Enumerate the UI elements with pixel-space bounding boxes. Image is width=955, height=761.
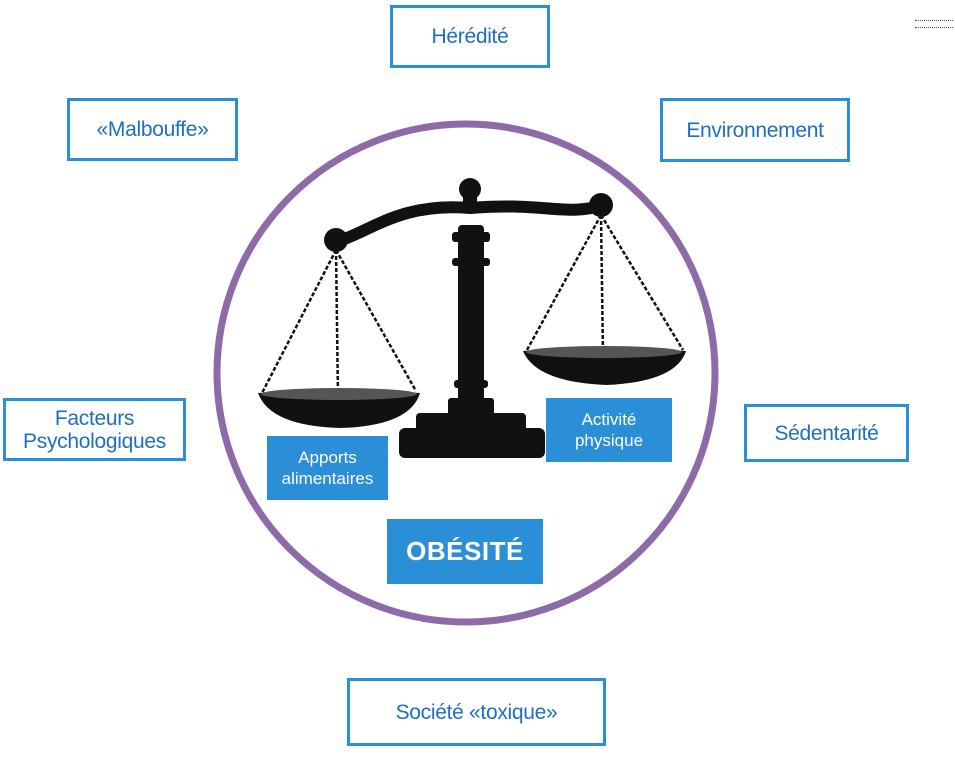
left-pan-label: Apports alimentaires	[267, 436, 388, 500]
corner-dotted-lines	[915, 20, 953, 28]
factor-sedentarite: Sédentarité	[744, 404, 909, 462]
left-pan-label-text: Apports alimentaires	[281, 448, 374, 488]
balance-scale-icon	[258, 178, 686, 458]
factor-societe-toxique: Société «toxique»	[347, 678, 606, 746]
center-label-text: OBÉSITÉ	[406, 536, 524, 566]
factor-environnement-label: Environnement	[686, 118, 824, 142]
central-circle	[213, 120, 719, 626]
factor-heredite-label: Hérédité	[431, 25, 509, 48]
factor-malbouffe: «Malbouffe»	[67, 98, 238, 161]
factor-heredite: Hérédité	[390, 5, 550, 68]
factor-sedentarite-label: Sédentarité	[774, 421, 879, 445]
right-pan-label: Activité physique	[546, 398, 672, 462]
center-label: OBÉSITÉ	[387, 519, 543, 584]
factor-environnement: Environnement	[660, 98, 850, 162]
factor-psychologiques: Facteurs Psychologiques	[3, 398, 186, 461]
factor-malbouffe-label: «Malbouffe»	[96, 118, 209, 141]
right-pan-label-text: Activité physique	[574, 410, 644, 450]
factor-societe-toxique-label: Société «toxique»	[395, 700, 558, 724]
factor-psychologiques-label: Facteurs Psychologiques	[23, 406, 166, 453]
